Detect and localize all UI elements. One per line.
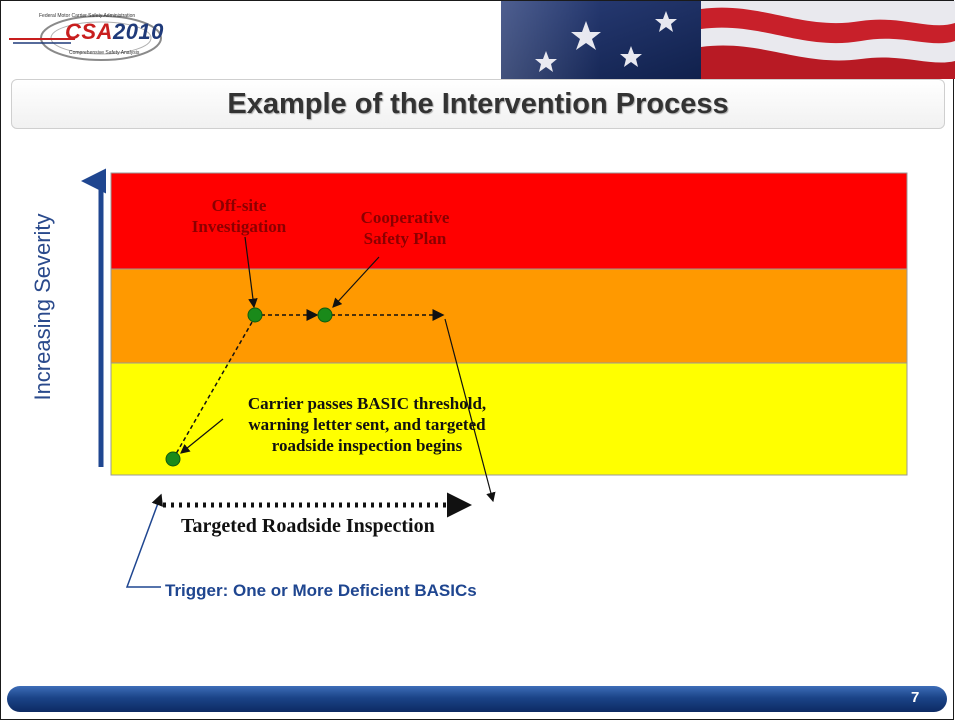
- inspection-label: Targeted Roadside Inspection: [181, 515, 435, 537]
- y-axis-label: Increasing Severity: [30, 213, 55, 401]
- csa2010-logo: Federal Motor Carrier Safety Administrat…: [5, 5, 165, 67]
- pointer-csp: [332, 256, 380, 308]
- band-red: [110, 172, 908, 270]
- trigger-pointer: [125, 493, 163, 588]
- milestone-dot-csp: [317, 307, 333, 323]
- logo-subtitle-text: Comprehensive Safety Analysis: [69, 50, 140, 56]
- band-yellow: [110, 362, 908, 476]
- annotation-offsite-line1: Off-site: [211, 196, 267, 215]
- annotation-csp: Cooperative Safety Plan: [335, 207, 475, 249]
- milestone-dot-start: [165, 451, 181, 467]
- title-box: [11, 79, 945, 129]
- annotation-offsite-line2: Investigation: [191, 217, 287, 236]
- logo-wordmark: CSA2010: [65, 19, 164, 45]
- band-orange: [110, 268, 908, 364]
- footer-bar: [7, 686, 947, 712]
- slide-title: Example of the Intervention Process: [227, 88, 729, 120]
- annotation-carrier-line1: Carrier passes BASIC threshold,: [247, 394, 487, 413]
- intervention-diagram: [81, 168, 908, 588]
- annotation-csp-line2: Safety Plan: [363, 229, 447, 248]
- annotation-carrier-line3: roadside inspection begins: [271, 436, 463, 455]
- logo-agency-text: Federal Motor Carrier Safety Administrat…: [39, 13, 136, 19]
- annotation-carrier-line2: warning letter sent, and targeted: [248, 415, 486, 434]
- pointer-carrier: [180, 418, 224, 454]
- pointer-to-inspection-end: [444, 318, 496, 503]
- logo-swoosh-icon: [9, 15, 162, 61]
- flag-image: [1, 1, 955, 79]
- path-dashed-up: [172, 316, 256, 460]
- header-banner: Federal Motor Carrier Safety Administrat…: [1, 1, 955, 79]
- logo-year-text: 2010: [112, 19, 164, 44]
- logo-csa-text: CSA: [65, 19, 113, 44]
- annotation-offsite: Off-site Investigation: [179, 195, 299, 237]
- page-number: 7: [911, 689, 920, 706]
- annotation-carrier: Carrier passes BASIC threshold, warning …: [197, 393, 537, 456]
- trigger-label: Trigger: One or More Deficient BASICs: [165, 581, 477, 600]
- annotation-csp-line1: Cooperative: [360, 208, 450, 227]
- pointer-offsite: [244, 236, 258, 309]
- milestone-dot-offsite: [247, 307, 263, 323]
